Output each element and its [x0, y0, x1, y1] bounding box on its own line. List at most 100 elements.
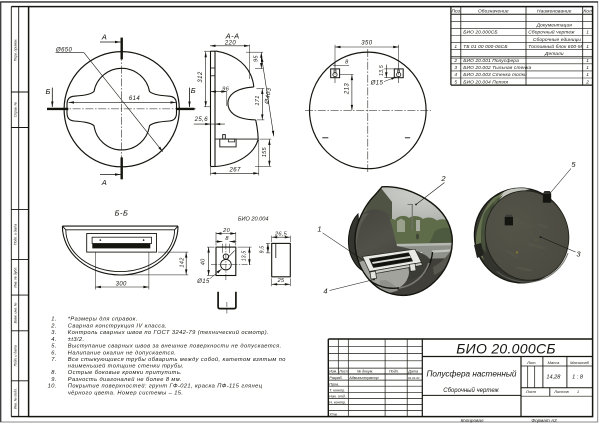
svg-text:Поз: Поз — [451, 8, 460, 14]
svg-text:Б: Б — [45, 87, 50, 96]
svg-text:9.: 9. — [51, 377, 57, 383]
svg-text:Ø650: Ø650 — [55, 48, 73, 54]
svg-text:БИО 20.003 Стенка топки: БИО 20.003 Стенка топки — [463, 72, 527, 78]
svg-text:Ø403: Ø403 — [264, 87, 273, 105]
svg-text:Лит.: Лит. — [526, 360, 536, 365]
svg-text:2.: 2. — [50, 323, 57, 329]
svg-text:8.: 8. — [51, 370, 57, 376]
svg-text:300: 300 — [116, 281, 127, 287]
svg-text:Дата: Дата — [407, 370, 418, 374]
svg-text:БИО 20.002 Тыльная стенка: БИО 20.002 Тыльная стенка — [463, 65, 531, 71]
svg-text:Наименование: Наименование — [537, 8, 572, 14]
svg-text:267: 267 — [228, 168, 240, 174]
svg-text:5: 5 — [454, 79, 457, 85]
svg-text:Детали: Детали — [544, 51, 564, 57]
svg-text:Инв. № дубл.: Инв. № дубл. — [13, 267, 17, 288]
svg-text:Масштаб: Масштаб — [570, 360, 589, 365]
svg-text:26,5: 26,5 — [274, 231, 288, 237]
svg-text:Н. контр.: Н. контр. — [329, 401, 346, 405]
svg-text:614: 614 — [129, 96, 140, 102]
svg-text:1: 1 — [586, 30, 589, 36]
svg-text:3: 3 — [576, 250, 581, 259]
svg-text:№ докум.: № докум. — [357, 370, 373, 374]
svg-text:Все стыкующиеся трубы обварить: Все стыкующиеся трубы обварить между соб… — [68, 356, 286, 363]
svg-text:Контроль сварных швов по ГОСТ: Контроль сварных швов по ГОСТ 3242-79 (т… — [68, 329, 269, 336]
svg-text:155: 155 — [262, 146, 268, 157]
svg-text:142: 142 — [179, 257, 185, 268]
svg-text:Налипание окалин не допускаетс: Налипание окалин не допускается. — [68, 350, 176, 356]
svg-text:3: 3 — [454, 65, 457, 71]
svg-text:Обозначение: Обозначение — [478, 8, 509, 14]
svg-text:БИО 20.004 Петля: БИО 20.004 Петля — [463, 79, 508, 85]
svg-text:13,5: 13,5 — [379, 65, 385, 76]
svg-text:Взам. инв. №: Взам. инв. № — [13, 302, 17, 323]
svg-text:1: 1 — [586, 58, 589, 64]
svg-text:БИО 20.000СБ: БИО 20.000СБ — [463, 30, 497, 36]
svg-text:наименьшей толщине стенки труб: наименьшей толщине стенки трубы. — [68, 363, 184, 370]
svg-text:БИО 20.000СБ: БИО 20.000СБ — [456, 341, 556, 357]
svg-text:Лист: Лист — [338, 370, 349, 374]
svg-text:8: 8 — [345, 60, 349, 66]
svg-text:20: 20 — [222, 228, 230, 234]
svg-text:350: 350 — [361, 41, 372, 47]
svg-text:171: 171 — [255, 95, 261, 105]
svg-text:Покрытие поверхностей: грунт Г: Покрытие поверхностей: грунт ГФ-021, кра… — [68, 383, 263, 390]
svg-text:3.: 3. — [51, 330, 57, 336]
svg-text:25,6: 25,6 — [194, 117, 209, 123]
svg-text:6.: 6. — [51, 350, 57, 356]
svg-text:213: 213 — [344, 83, 350, 95]
svg-text:Пров.: Пров. — [329, 382, 339, 386]
svg-text:1: 1 — [586, 72, 589, 78]
svg-text:7.: 7. — [51, 357, 57, 363]
svg-text:1: 1 — [454, 44, 457, 50]
svg-text:Лист: Лист — [525, 389, 537, 394]
svg-text:95: 95 — [253, 55, 259, 62]
svg-text:Сборочный чертеж: Сборочный чертеж — [528, 29, 575, 36]
svg-text:А: А — [101, 178, 107, 187]
svg-text:Топливный блок 600-М: Топливный блок 600-М — [528, 43, 582, 50]
svg-text:Острые боковые кромки притупит: Острые боковые кромки притупить. — [68, 370, 182, 376]
svg-text:чёрного цвета. Номер системы –: чёрного цвета. Номер системы – 15. — [68, 390, 184, 396]
svg-text:Б-Б: Б-Б — [115, 209, 129, 218]
svg-text:4.: 4. — [51, 337, 57, 343]
svg-text:Документация: Документация — [536, 23, 573, 29]
svg-text:Справ. №: Справ. № — [13, 101, 17, 117]
svg-text:Формат A3: Формат A3 — [531, 418, 557, 423]
svg-text:5.: 5. — [51, 344, 57, 350]
svg-text:1.: 1. — [51, 317, 57, 323]
svg-text:312: 312 — [198, 71, 204, 82]
svg-text:Подп. и дата: Подп. и дата — [13, 224, 17, 245]
svg-text:Утв.: Утв. — [329, 413, 337, 417]
svg-text:2: 2 — [585, 79, 589, 85]
svg-text:Сборочный чертеж: Сборочный чертеж — [443, 387, 499, 394]
svg-text:Разность диагоналей не более 8: Разность диагоналей не более 8 мм. — [68, 376, 182, 383]
svg-text:Администратор: Администратор — [348, 376, 378, 380]
svg-text:1: 1 — [586, 44, 589, 50]
svg-text:40: 40 — [200, 258, 206, 265]
svg-text:Копировал: Копировал — [461, 418, 484, 423]
svg-text:01.01.01: 01.01.01 — [408, 376, 420, 380]
svg-text:А: А — [101, 33, 107, 42]
svg-text:Сборочные единицы: Сборочные единицы — [533, 37, 582, 43]
svg-text:25: 25 — [277, 278, 285, 284]
svg-text:1: 1 — [577, 389, 579, 394]
svg-text:Масса: Масса — [548, 360, 561, 365]
svg-text:Ø15: Ø15 — [196, 279, 210, 285]
svg-text:1 : 8: 1 : 8 — [572, 375, 584, 381]
svg-text:2: 2 — [453, 58, 457, 64]
svg-text:±t3/2.: ±t3/2. — [68, 337, 85, 343]
svg-text:Подп. и дата: Подп. и дата — [13, 345, 17, 366]
svg-text:4: 4 — [454, 72, 457, 78]
svg-text:1: 1 — [317, 225, 321, 234]
svg-text:13,5: 13,5 — [242, 251, 248, 262]
svg-text:10.: 10. — [48, 384, 57, 390]
svg-text:БИО 20.004: БИО 20.004 — [238, 217, 269, 223]
svg-text:96: 96 — [222, 86, 229, 92]
svg-text:2: 2 — [440, 174, 446, 183]
svg-text:5: 5 — [571, 160, 576, 169]
svg-text:Выступание сварных швов за вне: Выступание сварных швов за внешние повер… — [68, 344, 282, 350]
svg-text:Б: Б — [191, 86, 196, 95]
svg-text:Перв. примен.: Перв. примен. — [13, 39, 17, 62]
svg-text:8: 8 — [225, 236, 229, 242]
svg-text:ТБ 01 00 000-06СБ: ТБ 01 00 000-06СБ — [463, 44, 507, 50]
